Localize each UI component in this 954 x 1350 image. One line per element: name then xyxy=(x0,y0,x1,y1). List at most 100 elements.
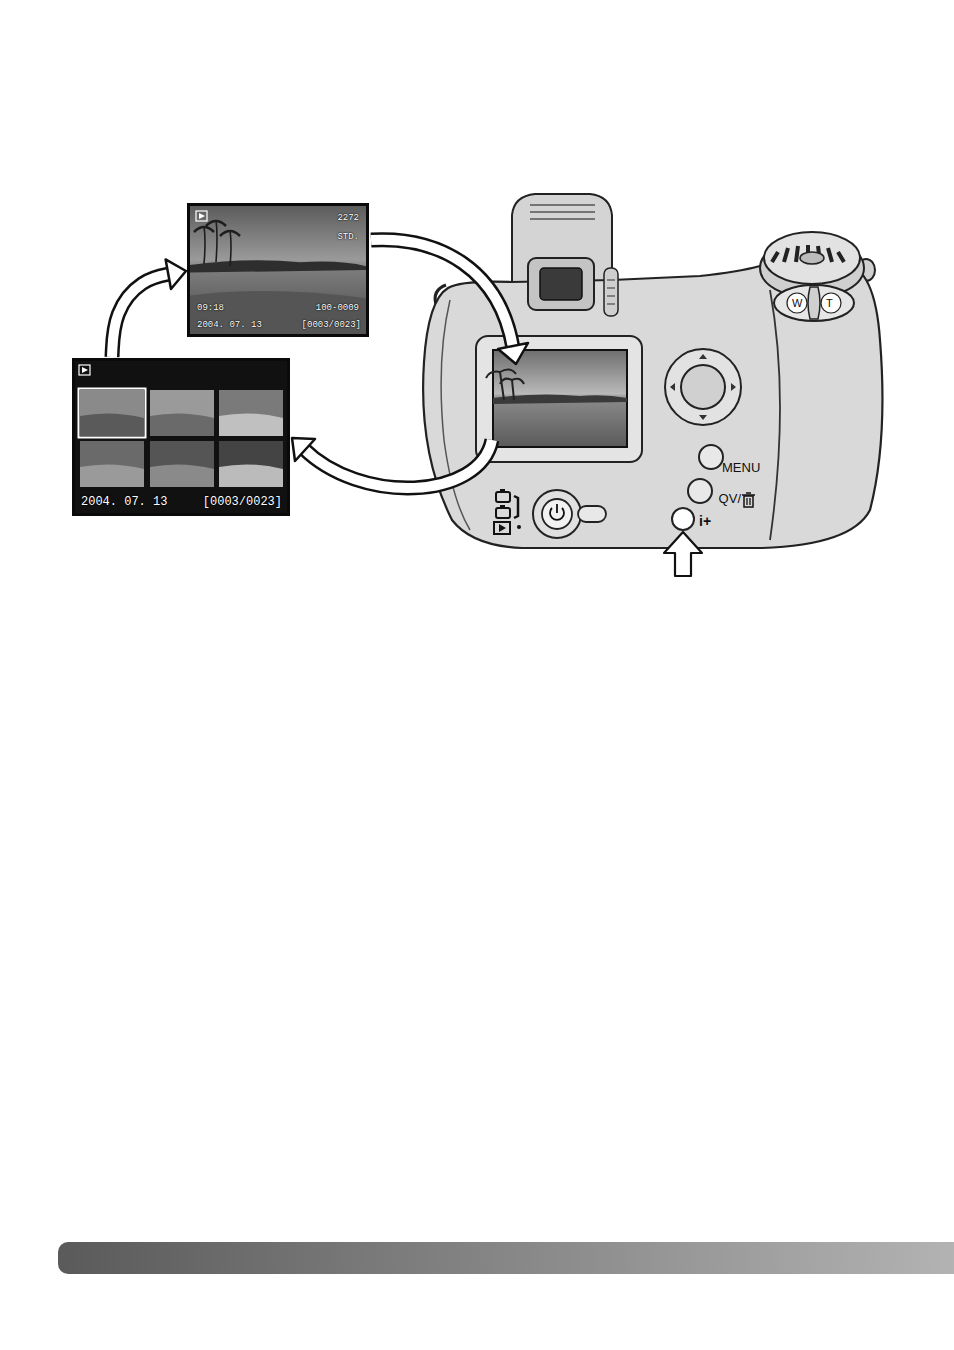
thumbnail-grid xyxy=(82,367,88,373)
press-arrow xyxy=(664,532,702,576)
mode-switch xyxy=(517,525,521,529)
thumbnail-grid xyxy=(80,441,144,487)
cycle-arrow xyxy=(371,240,528,364)
power-button xyxy=(556,504,558,513)
eyepiece xyxy=(528,258,594,310)
power-button xyxy=(533,490,606,538)
menu-button xyxy=(699,445,723,469)
zoom-lever xyxy=(774,285,854,321)
photo xyxy=(199,213,205,219)
trash-icon xyxy=(742,493,755,507)
screen-readout: 2272 xyxy=(337,214,359,223)
photo xyxy=(194,227,214,232)
mode-switch xyxy=(499,524,506,532)
mode-switch xyxy=(496,492,510,502)
button-label: i+ xyxy=(699,514,711,528)
button-label: QV/ xyxy=(719,492,741,505)
mode-switch xyxy=(500,489,505,492)
photo xyxy=(190,260,366,272)
cycle-arrow xyxy=(303,440,492,488)
viewfinder-hump xyxy=(530,218,595,220)
thumbnail-grid xyxy=(80,413,144,436)
lens-edge xyxy=(441,300,470,530)
mode-switch xyxy=(500,505,505,508)
mode-switch xyxy=(494,489,521,534)
mode-dial xyxy=(764,232,860,284)
power-button xyxy=(578,506,606,522)
mode-switch xyxy=(494,522,510,534)
eyepiece xyxy=(540,268,582,300)
info-button xyxy=(672,508,694,530)
thumbnail-grid xyxy=(150,464,214,487)
cycle-arrow xyxy=(303,440,492,488)
screen-readout: 2004. 07. 13 xyxy=(81,496,167,508)
arrow-outline xyxy=(112,274,172,357)
index-screen: 2004. 07. 13[0003/0023] xyxy=(72,358,290,516)
screen-readout: 09:18 xyxy=(197,304,224,313)
menu-button xyxy=(699,445,723,469)
trash-icon xyxy=(742,493,755,505)
button-label: W xyxy=(792,298,802,309)
screen-image xyxy=(75,361,287,513)
photo xyxy=(190,206,366,334)
viewfinder-hump xyxy=(530,204,595,206)
thumbnail-grid xyxy=(79,389,146,438)
trash-icon xyxy=(744,496,753,507)
cycle-arrow xyxy=(112,259,186,357)
lcd-monitor xyxy=(486,369,524,400)
cycle-arrow xyxy=(292,438,315,461)
photo xyxy=(230,230,231,266)
thumbnail-grid xyxy=(80,390,144,436)
screen-image xyxy=(190,206,366,334)
thumbnail-grid xyxy=(150,441,214,487)
mode-switch xyxy=(514,496,518,518)
cycle-arrow xyxy=(292,438,492,488)
eyepiece xyxy=(607,280,615,304)
viewfinder-hump xyxy=(530,211,595,213)
mode-switch xyxy=(496,508,510,518)
button-label: MENU xyxy=(722,461,760,474)
photo xyxy=(216,220,217,262)
qv-button xyxy=(688,479,712,503)
cycle-arrow xyxy=(371,240,513,348)
controller xyxy=(665,349,741,425)
qv-button xyxy=(688,479,712,503)
screen-readout: 100-0009 xyxy=(316,304,359,313)
thumbnail-grid xyxy=(80,464,144,487)
cycle-arrow xyxy=(371,240,513,348)
photo xyxy=(206,221,226,226)
screen-readout: 2004. 07. 13 xyxy=(197,321,262,330)
zoom-lever xyxy=(787,293,807,313)
power-button xyxy=(533,490,581,538)
zoom-lever xyxy=(808,287,820,319)
thumbnail-grid xyxy=(150,413,214,436)
photo xyxy=(190,206,366,334)
button-label: T xyxy=(826,298,833,309)
zoom-lever xyxy=(774,285,854,321)
screen-readout: STD. xyxy=(337,233,359,242)
thumbnail-grid xyxy=(75,361,287,513)
thumbnail-grid xyxy=(219,464,283,487)
controller xyxy=(670,354,736,420)
grip-edge xyxy=(770,290,780,540)
thumbnail-grid xyxy=(219,441,283,487)
photo xyxy=(196,211,207,221)
footer-bar xyxy=(58,1242,954,1274)
lcd-monitor xyxy=(476,336,642,462)
thumbnail-grid xyxy=(75,361,287,513)
screen-readout: [0003/0023] xyxy=(302,321,361,330)
arrow-body xyxy=(112,274,172,357)
arrow-head xyxy=(166,259,186,289)
power-button xyxy=(542,499,572,529)
lcd-monitor xyxy=(476,336,642,462)
thumbnail-grid xyxy=(150,390,214,436)
thumbnail-grid xyxy=(79,365,90,375)
mode-dial xyxy=(800,252,824,264)
controller xyxy=(681,365,725,409)
zoom-lever xyxy=(821,293,841,313)
